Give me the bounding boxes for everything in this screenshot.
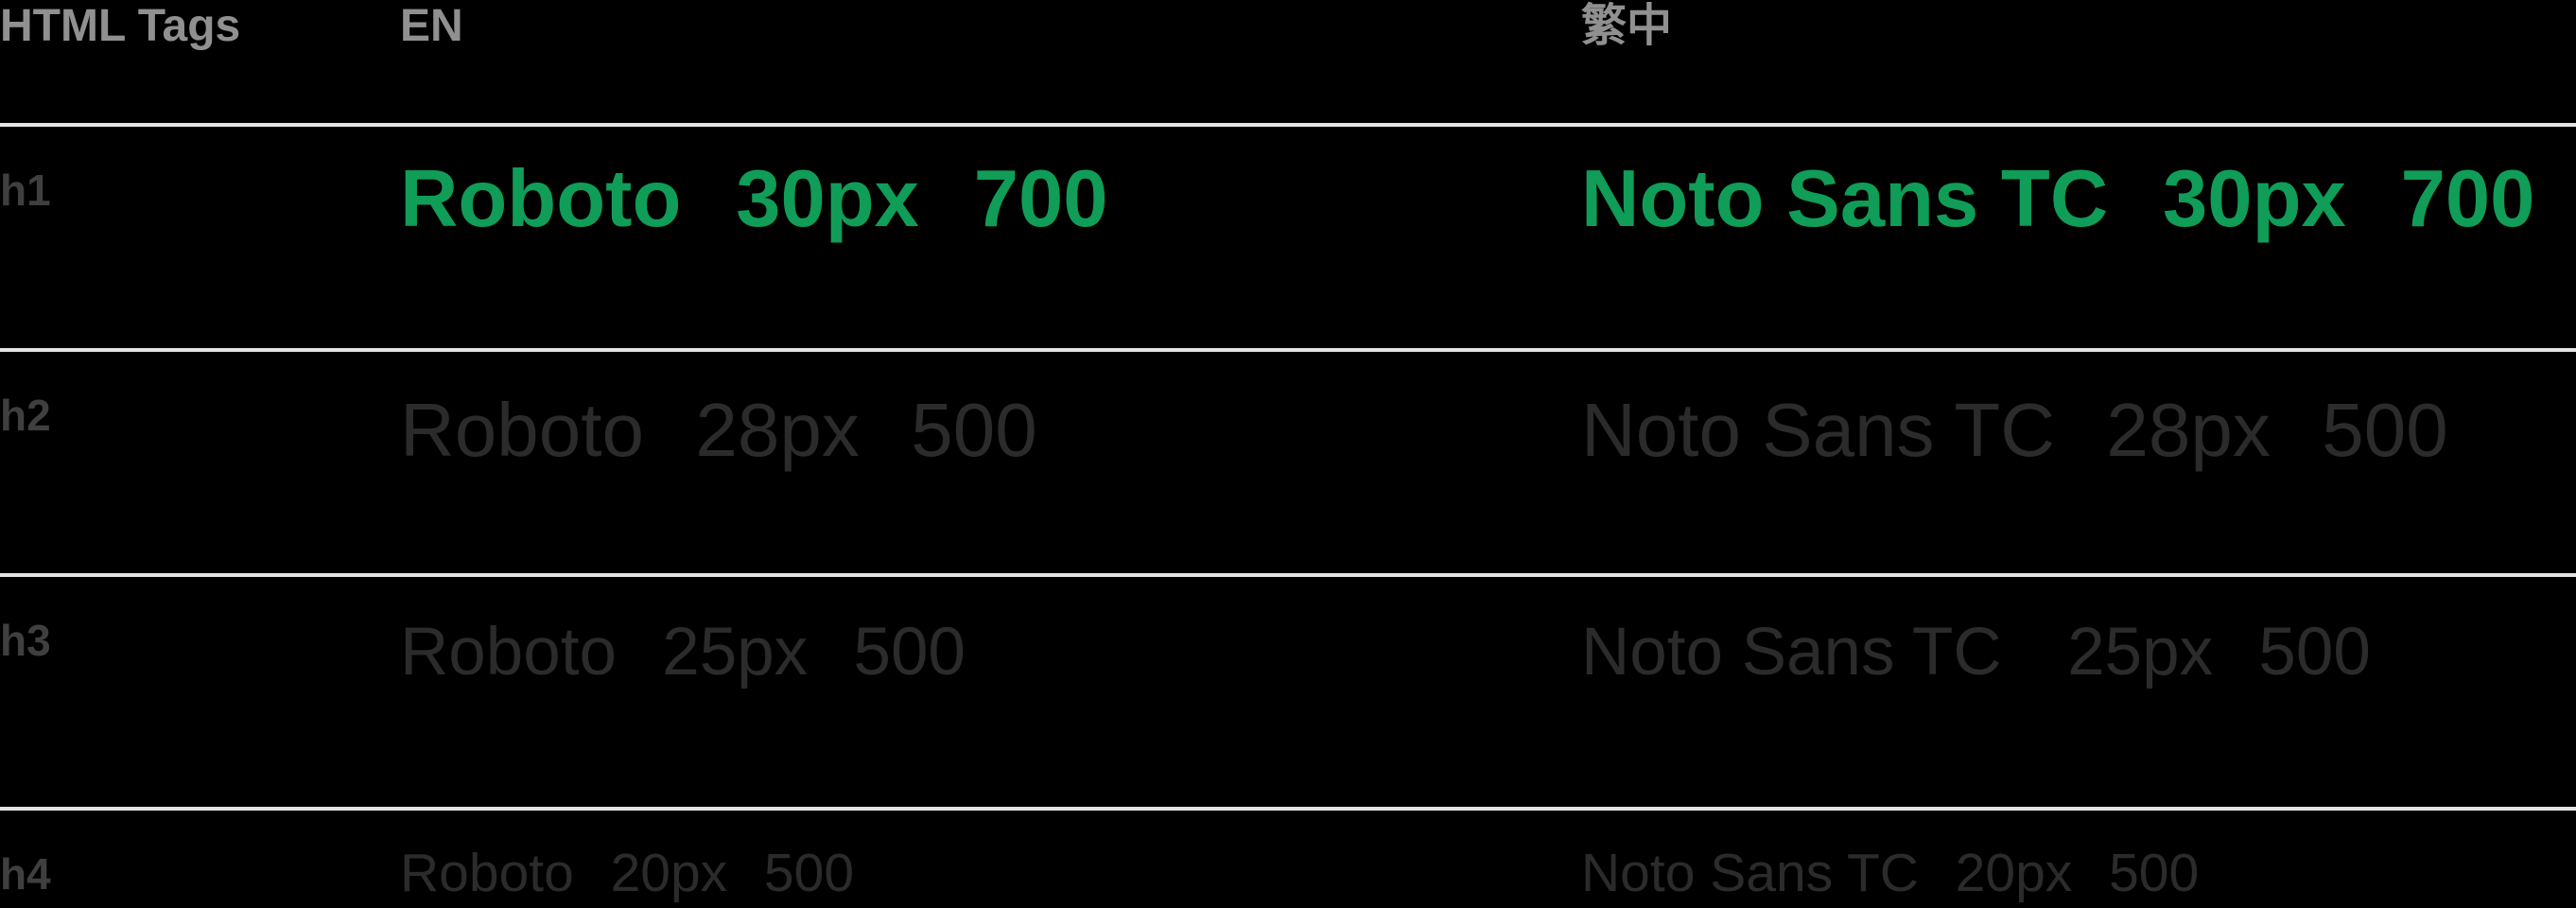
table-row-h2: h2 Roboto 28px 500 Noto Sans TC 28px 500: [0, 352, 2576, 577]
spec-tc-h3: Noto Sans TC 25px 500: [1581, 577, 2576, 807]
font-name: Roboto: [400, 843, 574, 903]
spec-tc-h4: Noto Sans TC 20px 500: [1581, 811, 2576, 908]
font-weight: 500: [853, 615, 966, 690]
font-name: Noto Sans TC: [1581, 388, 2055, 472]
font-name: Roboto: [400, 388, 644, 472]
spec-en-h1: Roboto 30px 700: [400, 127, 1581, 348]
table-row-h1: h1 Roboto 30px 700 Noto Sans TC 30px 700: [0, 127, 2576, 352]
font-weight: 500: [2322, 388, 2448, 472]
row-label-h3: h3: [0, 616, 51, 665]
font-name: Noto Sans TC: [1581, 843, 1919, 903]
font-weight: 700: [2400, 154, 2535, 244]
table-header-row: HTML Tags EN 繁中: [0, 0, 2576, 127]
font-size: 25px: [2067, 615, 2214, 690]
row-label-h4: h4: [0, 849, 51, 899]
column-header-html-tags: HTML Tags: [0, 1, 241, 51]
row-label-h1: h1: [0, 166, 51, 215]
font-name: Roboto: [400, 615, 617, 690]
font-weight: 700: [973, 154, 1108, 244]
font-name: Noto Sans TC: [1581, 615, 2002, 690]
spec-tc-h1: Noto Sans TC 30px 700: [1581, 127, 2576, 348]
column-header-en: EN: [400, 1, 463, 51]
spec-en-h4: Roboto 20px 500: [400, 811, 1581, 908]
font-name: Roboto: [400, 154, 682, 244]
spec-en-h3: Roboto 25px 500: [400, 577, 1581, 807]
font-size: 30px: [2163, 154, 2346, 244]
font-size: 28px: [2106, 388, 2271, 472]
row-label-h2: h2: [0, 391, 51, 440]
table-row-h3: h3 Roboto 25px 500 Noto Sans TC 25px 500: [0, 577, 2576, 811]
spec-en-h2: Roboto 28px 500: [400, 352, 1581, 573]
font-size: 20px: [1955, 843, 2073, 903]
table-row-h4: h4 Roboto 20px 500 Noto Sans TC 20px 500: [0, 811, 2576, 908]
spec-tc-h2: Noto Sans TC 28px 500: [1581, 352, 2576, 573]
font-size: 20px: [610, 843, 728, 903]
column-header-traditional-chinese: 繁中: [1581, 1, 1673, 51]
font-size: 28px: [695, 388, 860, 472]
font-size: 30px: [736, 154, 919, 244]
font-size: 25px: [662, 615, 809, 690]
font-name: Noto Sans TC: [1581, 154, 2109, 244]
font-weight: 500: [763, 843, 855, 903]
font-weight: 500: [2109, 843, 2200, 903]
font-weight: 500: [2258, 615, 2371, 690]
font-weight: 500: [911, 388, 1037, 472]
